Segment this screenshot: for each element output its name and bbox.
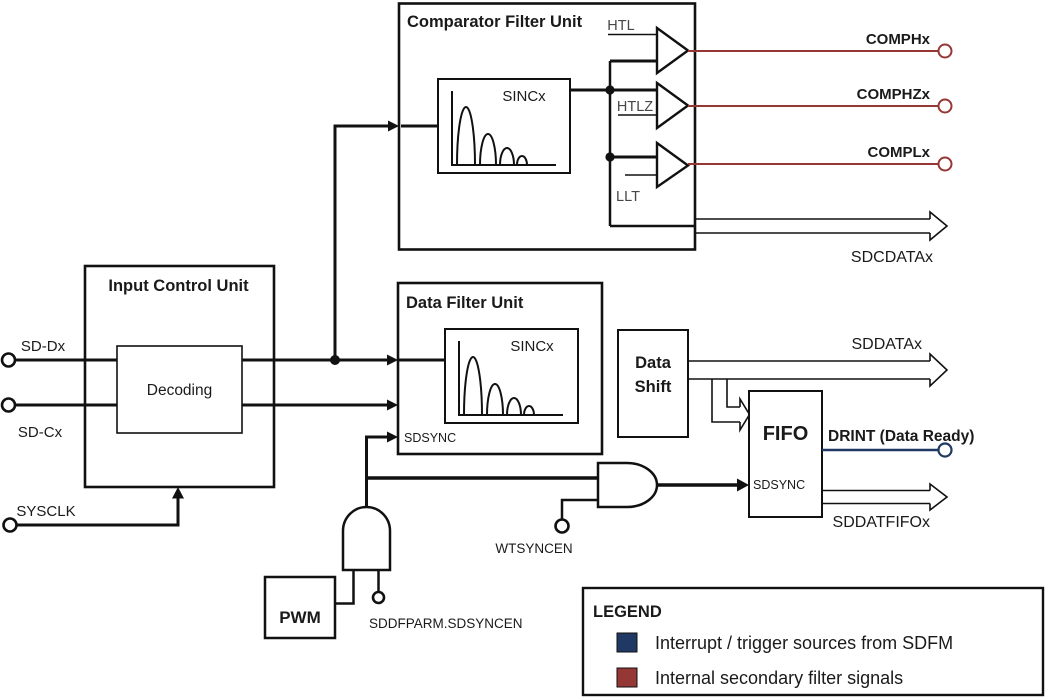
drint-terminal: [937, 442, 953, 458]
legend: LEGEND Interrupt / trigger sources from …: [581, 586, 1045, 697]
htl-label: HTL: [607, 18, 634, 34]
sddatfifox-label: SDDATFIFOx: [833, 514, 930, 531]
dfu-sdsync-label: SDSYNC: [404, 431, 456, 445]
complx-label: COMPLx: [867, 144, 930, 161]
legend-swatch-secondary: [616, 667, 638, 688]
comphx-label: COMPHx: [866, 31, 931, 48]
sdsyncen-terminal: [371, 590, 386, 605]
pwm-box: [263, 575, 337, 640]
sd-cx-label: SD-Cx: [18, 424, 63, 441]
junction-dot-llt: [605, 152, 615, 162]
llt-label: LLT: [616, 189, 640, 205]
arrowhead-comp-in: [388, 120, 399, 132]
legend-title: LEGEND: [593, 603, 662, 621]
sddatax-bus-arrow: [688, 352, 949, 388]
data-shift-label-line2: Shift: [635, 378, 672, 396]
arrowhead-dfu-data: [387, 354, 398, 366]
comparator-filter-unit-title: Comparator Filter Unit: [407, 13, 583, 31]
pwm-label: PWM: [279, 608, 321, 627]
htlz-comparator-symbol: [655, 80, 691, 131]
comparator-sinc-block: [437, 78, 571, 174]
input-control-unit-title: Input Control Unit: [108, 277, 249, 295]
sddatax-label: SDDATAx: [851, 336, 922, 353]
llt-comparator-symbol: [655, 140, 691, 190]
data-shift-box: [617, 329, 689, 438]
arrowhead-dfu-clock: [387, 399, 398, 411]
sysclk-label: SYSCLK: [16, 503, 75, 520]
data-sinc-label: SINCx: [510, 338, 554, 355]
decoding-label: Decoding: [147, 382, 213, 399]
data-sinc-curve: [458, 341, 563, 416]
decoding-box: [116, 345, 243, 434]
fifo-box: [748, 390, 823, 518]
sysclk-wire: [16, 496, 180, 527]
input-terminals: [0, 352, 570, 605]
data-filter-unit-title: Data Filter Unit: [406, 294, 524, 312]
sysclk-terminal: [2, 517, 18, 533]
comphzx-label: COMPHZx: [857, 86, 931, 103]
data-sinc-lobes: [463, 356, 535, 416]
comparator-output-signals: [688, 43, 953, 172]
fifo-label: FIFO: [763, 423, 809, 445]
drint-signal: [822, 442, 953, 458]
sdcdatax-label: SDCDATAx: [851, 249, 933, 266]
wtsyncen-label: WTSYNCEN: [495, 541, 572, 556]
junction-dot-htlz: [605, 85, 615, 95]
junction-dot-branch: [330, 355, 340, 365]
comparator-branch-wire: [333, 124, 392, 360]
arrowhead-fifo-sdsync: [737, 478, 749, 492]
fifo-sdsync-label: SDSYNC: [753, 478, 805, 492]
arrowheads: [172, 120, 749, 499]
legend-swatch-interrupt: [616, 632, 638, 653]
legend-box: [581, 586, 1045, 697]
fifo-branch-bus-arrow: [711, 379, 751, 433]
comphx-terminal: [937, 43, 953, 59]
signal-wires: [14, 33, 738, 605]
sync-and-gate: [341, 505, 392, 572]
data-sinc-block: [444, 328, 579, 424]
comp-sinc-box: [437, 78, 571, 174]
arrowhead-dfu-sdsync: [387, 431, 398, 443]
sync-to-dfu-wire: [365, 435, 390, 507]
arrowhead-sysclk: [172, 487, 184, 499]
comphzx-terminal: [937, 98, 953, 114]
comp-sinc-curve: [451, 91, 556, 166]
comp-sinc-axes: [451, 91, 556, 166]
wtsyncen-terminal: [554, 518, 570, 534]
sddatfifox-bus-arrow: [822, 482, 949, 512]
htl-comparator-symbol: [655, 25, 691, 76]
drint-label: DRINT (Data Ready): [828, 428, 974, 445]
htlz-label: HTLZ: [617, 99, 653, 115]
sd-dx-terminal: [0, 352, 17, 368]
fifo-sync-and-gate: [596, 461, 659, 509]
sddfparm-sdsyncen-label: SDDFPARM.SDSYNCEN: [369, 616, 523, 631]
complx-terminal: [937, 156, 953, 172]
data-sinc-axes: [458, 341, 563, 416]
comp-sinc-label: SINCx: [502, 88, 546, 105]
legend-item-secondary-label: Internal secondary filter signals: [655, 668, 903, 688]
comparator-triangles: [655, 25, 691, 190]
bus-arrows: [688, 210, 949, 512]
sd-dx-label: SD-Dx: [21, 338, 66, 355]
comp-sinc-lobes: [456, 106, 528, 166]
sd-cx-terminal: [0, 397, 17, 413]
data-shift-label-line1: Data: [635, 354, 672, 372]
wtsyncen-wire: [560, 498, 598, 520]
pwm-wire: [335, 570, 355, 605]
legend-item-interrupt-label: Interrupt / trigger sources from SDFM: [655, 633, 953, 653]
sdcdatax-bus-arrow: [695, 210, 949, 242]
